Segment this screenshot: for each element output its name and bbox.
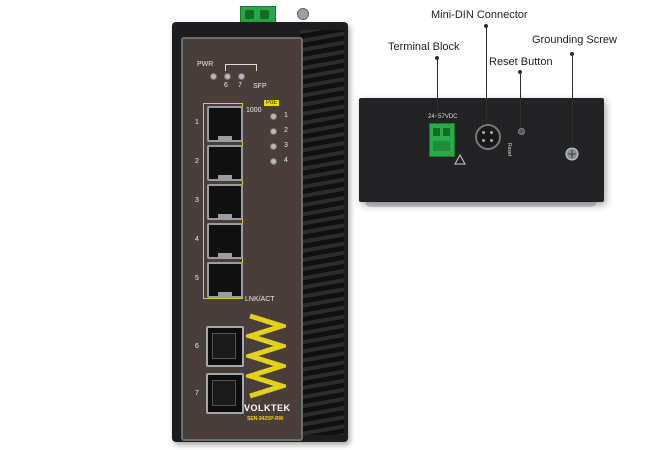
poe-badge: PoE [264,100,280,106]
sfp-bracket [225,64,257,71]
port-number: 5 [195,275,199,282]
rj45-port-5 [207,262,243,298]
grounding-leader [572,54,573,148]
terminal-block-callout: Terminal Block [388,41,460,53]
warning-icon [454,154,466,165]
reset-button[interactable] [518,128,525,135]
terminal-slot [260,10,269,19]
rj45-port-3 [207,184,243,220]
reset-label: Reset [506,143,512,157]
poe-led-label: 4 [284,157,288,164]
grounding-screw-callout: Grounding Screw [532,34,617,46]
pwr-led [210,73,217,80]
sfp-port-6 [206,326,244,367]
port-number: 1 [195,119,199,126]
leader-dot [570,52,574,56]
top-screw [297,8,309,20]
rj45-port-2 [207,145,243,181]
poe-led-1 [270,113,277,120]
rj45-port-1 [207,106,243,142]
port-number: 2 [195,158,199,165]
poe-led-3 [270,143,277,150]
brand-label: VOLKTEK [244,403,291,413]
volktek-logo-mark [246,313,286,399]
lnk-act-label: LNK/ACT [245,296,275,303]
poe-led-4 [270,158,277,165]
terminal-slot [245,10,254,19]
model-label: SEN-9425P-RW [247,416,284,422]
grounding-screw-icon [565,147,579,161]
poe-led-2 [270,128,277,135]
heatsink-fins [300,30,344,435]
port-number: 4 [195,236,199,243]
sfp-label: SFP [253,83,267,90]
leader-dot [518,70,522,74]
reset-leader [520,72,521,128]
sfp-port-7 [206,373,244,414]
sfp-port-number: 6 [195,343,199,350]
sfp7-led-label: 7 [238,82,242,89]
sfp6-led [224,73,231,80]
terminal-block-leader [437,58,438,124]
terminal-slot [443,128,450,136]
sfp6-led-label: 6 [224,82,228,89]
terminal-base [433,141,450,151]
pwr-label: PWR [197,61,214,68]
rj45-port-4 [207,223,243,259]
sfp-port-number: 7 [195,390,199,397]
side-terminal-block [429,123,455,157]
poe-led-label: 3 [284,142,288,149]
voltage-label: 24~57VDC [428,114,458,120]
side-panel [359,98,604,202]
sfp7-led [238,73,245,80]
speed-label: 1000 [246,107,262,114]
mini-din-callout: Mini-DIN Connector [431,9,528,21]
reset-button-callout: Reset Button [489,56,553,68]
leader-dot [435,56,439,60]
mini-din-leader [486,26,487,124]
poe-led-label: 2 [284,127,288,134]
leader-dot [484,24,488,28]
mini-din-connector [475,124,501,150]
terminal-slot [433,128,440,136]
poe-led-label: 1 [284,112,288,119]
port-number: 3 [195,197,199,204]
